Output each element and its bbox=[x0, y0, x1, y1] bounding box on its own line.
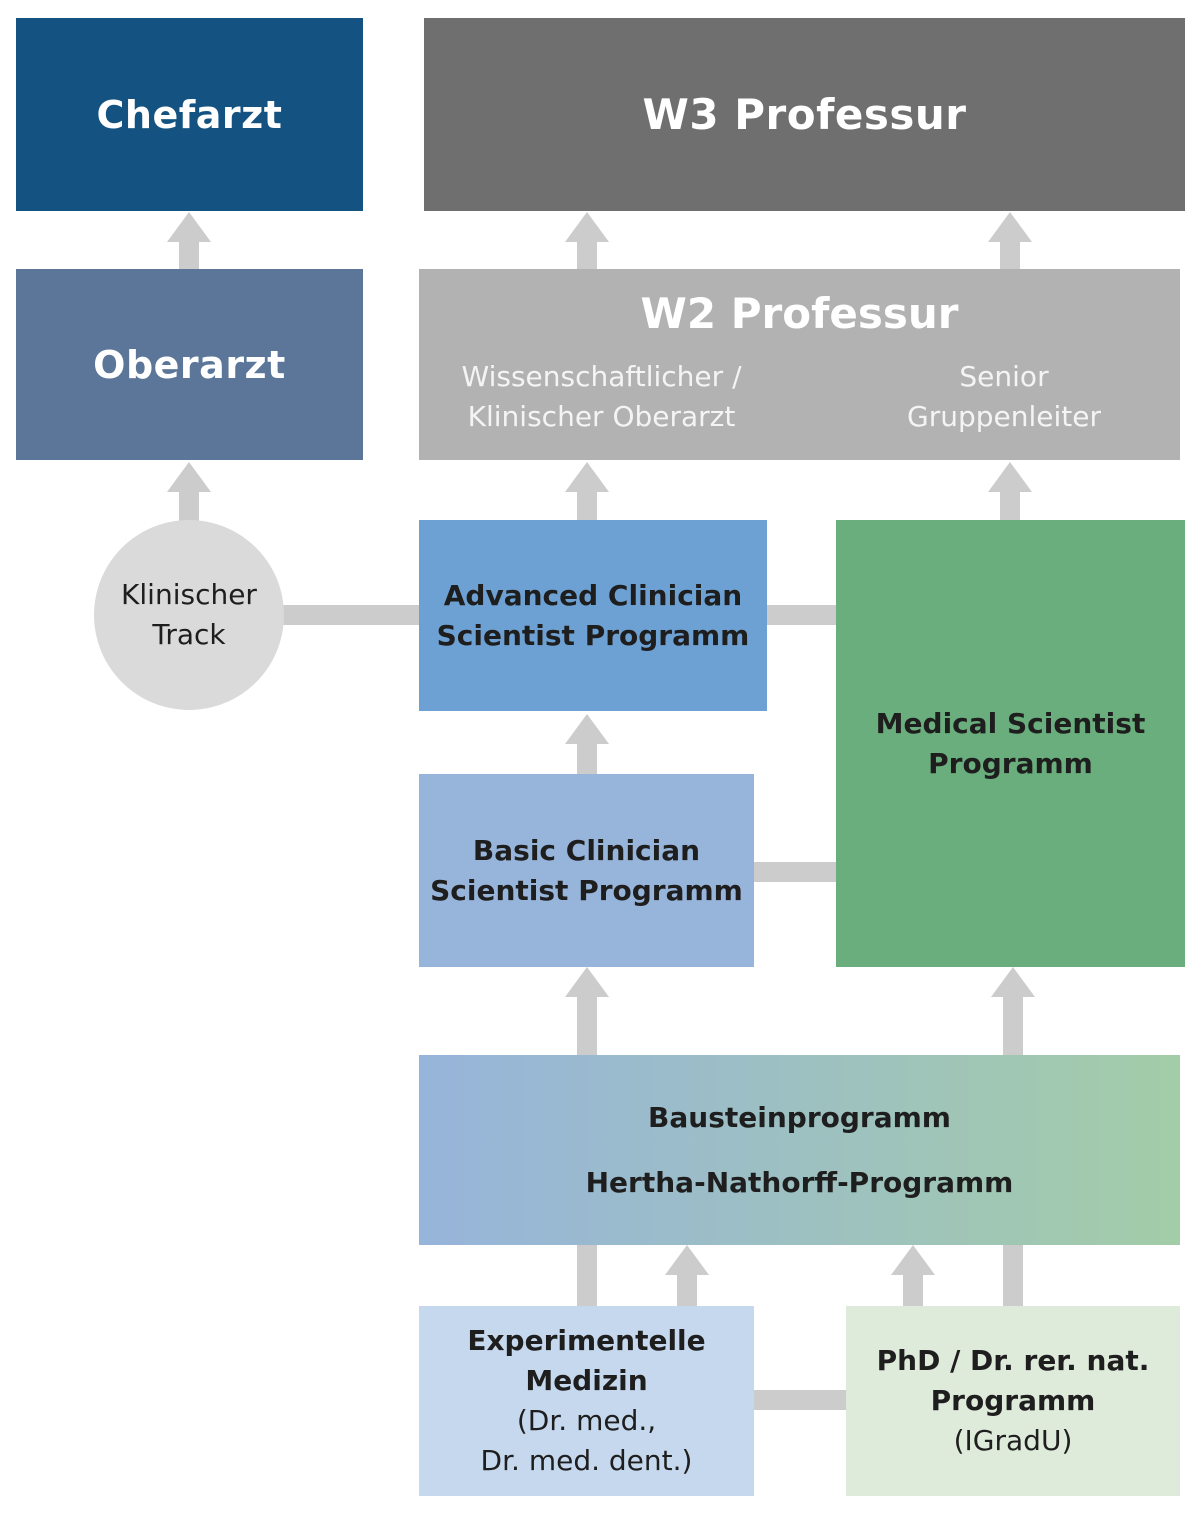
line-track-to-advanced bbox=[278, 605, 421, 625]
w2-left-subtitle: Wissenschaftlicher / Klinischer Oberarzt bbox=[419, 357, 784, 437]
chefarzt-label: Chefarzt bbox=[96, 92, 283, 137]
klinischer-track-circle bbox=[94, 520, 284, 710]
arrow-advanced-to-w2 bbox=[577, 490, 597, 522]
arrowhead-w2-right bbox=[988, 462, 1032, 492]
baustein-background bbox=[419, 1055, 1180, 1245]
phd-programm-box: PhD / Dr. rer. nat. Programm (IGradU) bbox=[846, 1306, 1180, 1496]
medical-line2: Programm bbox=[928, 746, 1093, 780]
w2-right-line2: Gruppenleiter bbox=[907, 400, 1101, 433]
baustein-line1: Bausteinprogramm bbox=[648, 1101, 951, 1134]
klinischer-track-line2: Track bbox=[152, 618, 226, 651]
w2-left-line2: Klinischer Oberarzt bbox=[467, 400, 736, 433]
experimentelle-line2: Medizin bbox=[525, 1364, 648, 1397]
arrow-w2-to-w3-right bbox=[1000, 240, 1020, 270]
w3-professur-box: W3 Professur bbox=[424, 18, 1185, 211]
arrowhead-w2-left bbox=[565, 462, 609, 492]
arrow-track-to-oberarzt bbox=[179, 490, 199, 522]
arrowhead-advanced bbox=[565, 714, 609, 744]
arrow-medical-to-w2 bbox=[1000, 490, 1020, 522]
baustein-line2: Hertha-Nathorff-Programm bbox=[585, 1166, 1014, 1199]
line-experimentelle-to-phd bbox=[752, 1390, 848, 1410]
arrowhead-oberarzt bbox=[167, 462, 211, 492]
experimentelle-medizin-box: Experimentelle Medizin (Dr. med., Dr. me… bbox=[419, 1306, 754, 1496]
w2-left-line1: Wissenschaftlicher / bbox=[461, 360, 742, 393]
chefarzt-box: Chefarzt bbox=[16, 18, 363, 211]
advanced-line2: Scientist Programm bbox=[436, 618, 750, 652]
baustein-box: Bausteinprogramm Hertha-Nathorff-Program… bbox=[419, 1055, 1180, 1245]
w2-right-line1: Senior bbox=[959, 360, 1049, 393]
arrow-w2-to-w3-left bbox=[577, 240, 597, 270]
arrow-baustein-to-basic bbox=[577, 995, 597, 1056]
line-advanced-to-medical bbox=[766, 605, 838, 625]
w2-professur-box: W2 Professur Wissenschaftlicher / Klinis… bbox=[419, 269, 1180, 460]
phd-line2: Programm bbox=[930, 1384, 1096, 1417]
line-experimentelle-to-baustein bbox=[577, 1243, 597, 1307]
arrowhead-w3-left bbox=[565, 212, 609, 242]
arrowhead-basic bbox=[565, 967, 609, 997]
arrow-phd-to-baustein bbox=[903, 1273, 923, 1307]
w3-professur-label: W3 Professur bbox=[642, 90, 967, 139]
klinischer-track-line1: Klinischer bbox=[121, 578, 257, 611]
arrowhead-w3-right bbox=[988, 212, 1032, 242]
arrowhead-baustein-left bbox=[665, 1245, 709, 1275]
advanced-line1: Advanced Clinician bbox=[443, 578, 743, 612]
w2-right-subtitle: Senior Gruppenleiter bbox=[899, 357, 1109, 437]
line-phd-to-baustein bbox=[1003, 1243, 1023, 1307]
basic-clinician-box: Basic Clinician Scientist Programm bbox=[419, 774, 754, 967]
arrowhead-chefarzt bbox=[167, 212, 211, 242]
basic-line2: Scientist Programm bbox=[430, 873, 743, 907]
line-basic-to-medical bbox=[752, 862, 838, 882]
medical-scientist-box: Medical Scientist Programm bbox=[836, 520, 1185, 967]
arrowhead-baustein-right bbox=[891, 1245, 935, 1275]
experimentelle-line3: (Dr. med., bbox=[516, 1404, 657, 1437]
phd-line1: PhD / Dr. rer. nat. bbox=[876, 1344, 1150, 1377]
w2-professur-title: W2 Professur bbox=[640, 289, 959, 338]
basic-line1: Basic Clinician bbox=[472, 833, 701, 867]
klinischer-track-label: Klinischer Track bbox=[94, 520, 284, 710]
arrow-basic-to-advanced bbox=[577, 742, 597, 775]
arrow-oberarzt-to-chefarzt bbox=[179, 240, 199, 270]
arrow-baustein-to-medical bbox=[1003, 995, 1023, 1056]
experimentelle-line4: Dr. med. dent.) bbox=[480, 1444, 693, 1477]
phd-line3: (IGradU) bbox=[953, 1424, 1073, 1457]
oberarzt-box: Oberarzt bbox=[16, 269, 363, 460]
arrowhead-medical bbox=[991, 967, 1035, 997]
medical-line1: Medical Scientist bbox=[875, 706, 1146, 740]
experimentelle-line1: Experimentelle bbox=[467, 1324, 706, 1357]
oberarzt-label: Oberarzt bbox=[93, 342, 286, 387]
arrow-experimentelle-to-baustein bbox=[677, 1273, 697, 1307]
advanced-clinician-box: Advanced Clinician Scientist Programm bbox=[419, 520, 767, 711]
